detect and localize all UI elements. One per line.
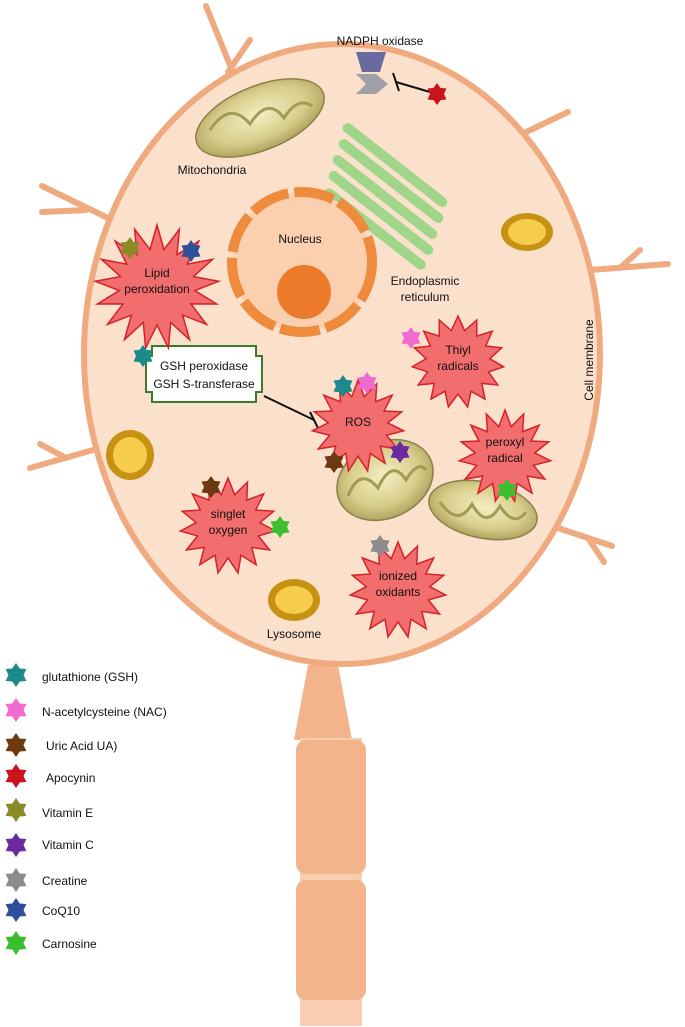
antioxidant-markers [120, 83, 517, 557]
inhibition-ros [263, 395, 319, 429]
legend-label: Creatine [42, 874, 88, 888]
carnosine-marker-icon [497, 479, 517, 501]
legend-star-shape [5, 733, 27, 757]
gsh-marker-icon [333, 375, 353, 397]
legend-star-shape [5, 931, 27, 955]
gsh-transferase-label: GSH S-transferase [153, 377, 255, 391]
axon [294, 665, 366, 1026]
legend-label: Carnosine [42, 937, 97, 951]
apocynin-marker-icon [427, 83, 447, 105]
legend-label: N-acetylcysteine (NAC) [42, 705, 167, 719]
legend-item: Vitamin C [5, 833, 94, 857]
er-label-line1: Endoplasmic [391, 274, 460, 288]
legend-star-icon [5, 931, 27, 955]
legend: glutathione (GSH) N-acetylcysteine (NAC)… [5, 663, 167, 955]
legend-star-shape [5, 898, 27, 922]
carnosine-marker-icon [270, 516, 290, 538]
lysosome-right [501, 213, 553, 251]
legend-item: Creatine [5, 868, 88, 892]
er-label-line2: reticulum [401, 290, 450, 304]
legend-star-shape [5, 798, 27, 822]
burst-ionized-oxidants [348, 539, 448, 639]
gsh-peroxidase-label: GSH peroxidase [160, 359, 248, 373]
legend-label: Vitamin C [42, 838, 94, 852]
legend-label: glutathione (GSH) [42, 670, 138, 684]
legend-label: CoQ10 [42, 904, 80, 918]
legend-star-icon [5, 833, 27, 857]
ros-label: ROS [345, 415, 371, 429]
lysosome-label: Lysosome [267, 627, 322, 641]
legend-star-shape [5, 868, 27, 892]
legend-star-icon [5, 798, 27, 822]
legend-item: Apocynin [5, 764, 95, 788]
creatine-marker-icon [370, 535, 390, 557]
gsh-enzyme-box: GSH peroxidase GSH S-transferase [145, 345, 263, 403]
lipid-label-1: Lipid [144, 266, 169, 280]
nac-marker-icon [357, 372, 377, 394]
legend-star-shape [5, 764, 27, 788]
vitamin-e-marker-icon [120, 237, 140, 259]
thiyl-label-1: Thiyl [445, 343, 470, 357]
legend-label: Uric Acid UA) [46, 739, 117, 753]
legend-star-icon [5, 868, 27, 892]
vitamin-c-marker-icon [390, 441, 410, 463]
nadph-oxidase: NADPH oxidase [337, 34, 424, 94]
legend-star-shape [5, 698, 27, 722]
uric-acid-marker-icon [201, 476, 221, 498]
cell-membrane-label: Cell membrane [582, 319, 596, 401]
legend-star-icon [5, 663, 27, 687]
lipid-label-2: peroxidation [124, 282, 189, 296]
legend-item: Uric Acid UA) [5, 733, 117, 757]
legend-label: Vitamin E [42, 806, 93, 820]
mitochondrion-top: Mitochondria [178, 78, 325, 177]
legend-star-icon [5, 733, 27, 757]
ionized-label-1: ionized [379, 569, 417, 583]
legend-item: Vitamin E [5, 798, 93, 822]
gsh-marker-icon [133, 345, 153, 367]
inhibition-nadph [392, 72, 431, 93]
legend-star-shape [5, 663, 27, 687]
lysosome-bottom: Lysosome [267, 579, 322, 641]
legend-star-icon [5, 698, 27, 722]
singlet-label-2: oxygen [209, 523, 248, 537]
mitochondria-label: Mitochondria [178, 163, 247, 177]
thiyl-label-2: radicals [437, 359, 478, 373]
legend-star-icon [5, 898, 27, 922]
peroxyl-label-2: radical [487, 451, 522, 465]
nucleus-label: Nucleus [278, 232, 321, 246]
singlet-label-1: singlet [211, 507, 246, 521]
burst-labels: Lipid peroxidation Thiyl radicals ROS pe… [124, 266, 524, 599]
legend-star-icon [5, 764, 27, 788]
legend-item: CoQ10 [5, 898, 80, 922]
lysosome-left [106, 430, 154, 480]
legend-item: glutathione (GSH) [5, 663, 138, 687]
coq10-marker-icon [181, 240, 201, 262]
ionized-label-2: oxidants [376, 585, 421, 599]
burst-thiyl-radicals [410, 314, 506, 409]
dendrites [27, 3, 671, 565]
burst-ros [310, 377, 406, 474]
legend-star-shape [5, 833, 27, 857]
endoplasmic-reticulum [324, 123, 448, 270]
nucleus: Nucleus [227, 187, 377, 337]
nadph-oxidase-label: NADPH oxidase [337, 34, 424, 48]
uric-acid-marker-icon [324, 451, 344, 473]
legend-label: Apocynin [46, 771, 95, 785]
legend-item: Carnosine [5, 931, 97, 955]
nac-marker-icon [401, 327, 421, 349]
peroxyl-label-1: peroxyl [486, 435, 525, 449]
burst-singlet-oxygen [178, 475, 278, 575]
legend-item: N-acetylcysteine (NAC) [5, 698, 167, 722]
